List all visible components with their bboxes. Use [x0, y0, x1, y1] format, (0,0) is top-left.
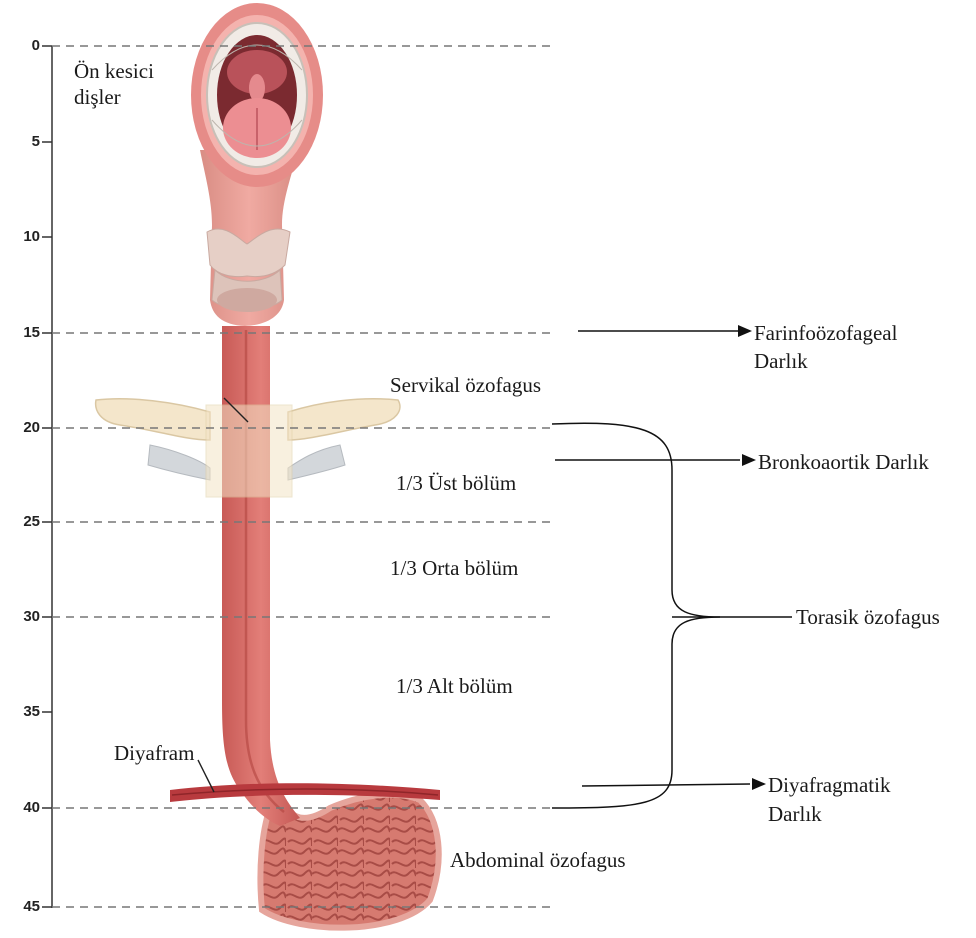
- torasik-label: Torasik özofagus: [796, 604, 940, 630]
- alt-bolum-label: 1/3 Alt bölüm: [396, 673, 513, 699]
- tick-label: 10: [0, 228, 40, 245]
- orta-bolum-label: 1/3 Orta bölüm: [390, 555, 518, 581]
- diyafragmatik-label-line2: Darlık: [768, 801, 822, 827]
- annotation-arrows: [555, 331, 792, 786]
- tick-label: 0: [0, 37, 40, 54]
- tick-label: 20: [0, 419, 40, 436]
- esophagus: [222, 326, 300, 826]
- servikal-label: Servikal özofagus: [390, 372, 541, 398]
- abdominal-label: Abdominal özofagus: [450, 847, 626, 873]
- tick-label: 5: [0, 133, 40, 150]
- diyafram-label: Diyafram: [114, 740, 194, 766]
- arrowheads: [738, 325, 766, 790]
- tick-label: 40: [0, 799, 40, 816]
- torasik-brace: [552, 423, 720, 808]
- bronko-label: Bronkoaortik Darlık: [758, 449, 929, 475]
- tick-label: 45: [0, 898, 40, 915]
- tick-label: 30: [0, 608, 40, 625]
- on-kesici-label-line2: dişler: [74, 84, 121, 110]
- tick-marks: [42, 46, 52, 907]
- tick-label: 15: [0, 324, 40, 341]
- tick-label: 25: [0, 513, 40, 530]
- farinx-label-line2: Darlık: [754, 348, 808, 374]
- on-kesici-label: Ön kesici: [74, 58, 154, 84]
- ust-bolum-label: 1/3 Üst bölüm: [396, 470, 516, 496]
- sternum: [206, 405, 292, 497]
- mouth: [191, 3, 323, 187]
- tick-label: 35: [0, 703, 40, 720]
- diyafragmatik-label: Diyafragmatik: [768, 772, 890, 798]
- farinx-label: Farinfoözofageal: [754, 320, 897, 346]
